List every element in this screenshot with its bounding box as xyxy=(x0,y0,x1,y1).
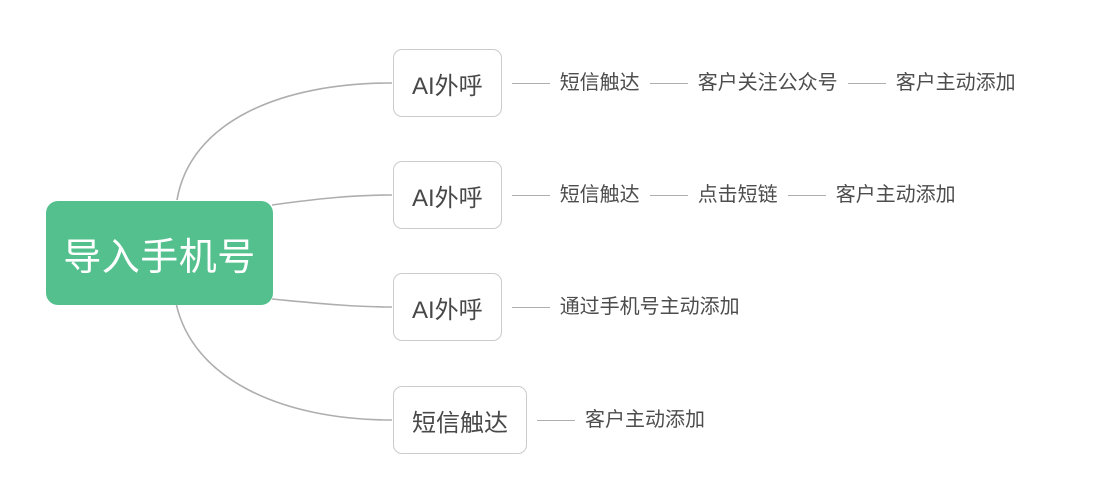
curve-root-to-branch-3 xyxy=(271,298,393,308)
branch-row-2: AI外呼 短信触达 点击短链 客户主动添加 xyxy=(393,161,956,229)
connector-line xyxy=(847,82,886,84)
branch-row-3: AI外呼 通过手机号主动添加 xyxy=(393,273,740,341)
branch-3-child-1[interactable]: 通过手机号主动添加 xyxy=(559,296,740,318)
branch-2-child-3[interactable]: 客户主动添加 xyxy=(835,184,956,206)
branch-row-4: 短信触达 客户主动添加 xyxy=(393,386,705,454)
connector-line xyxy=(511,82,550,84)
branch-4-child-1[interactable]: 客户主动添加 xyxy=(585,409,705,431)
branch-1-child-1[interactable]: 短信触达 xyxy=(559,72,640,94)
curve-root-to-branch-1 xyxy=(176,82,393,201)
root-node[interactable]: 导入手机号 xyxy=(46,201,273,305)
connector-line xyxy=(649,194,688,196)
branch-1-child-2[interactable]: 客户关注公众号 xyxy=(697,72,838,94)
branch-1-child-3[interactable]: 客户主动添加 xyxy=(895,72,1016,94)
connector-line xyxy=(787,194,826,196)
branch-2-child-1[interactable]: 短信触达 xyxy=(559,184,640,206)
branch-2-node[interactable]: AI外呼 xyxy=(393,161,502,229)
connector-line xyxy=(511,194,550,196)
branch-1-node[interactable]: AI外呼 xyxy=(393,49,502,117)
branch-4-node[interactable]: 短信触达 xyxy=(393,386,527,454)
connector-line xyxy=(649,82,688,84)
branch-row-1: AI外呼 短信触达 客户关注公众号 客户主动添加 xyxy=(393,49,1016,117)
branch-2-child-2[interactable]: 点击短链 xyxy=(697,184,778,206)
curve-root-to-branch-4 xyxy=(175,302,393,421)
branch-3-node[interactable]: AI外呼 xyxy=(393,273,502,341)
curve-root-to-branch-2 xyxy=(271,194,393,206)
connector-line xyxy=(537,419,575,421)
connector-line xyxy=(511,306,550,308)
